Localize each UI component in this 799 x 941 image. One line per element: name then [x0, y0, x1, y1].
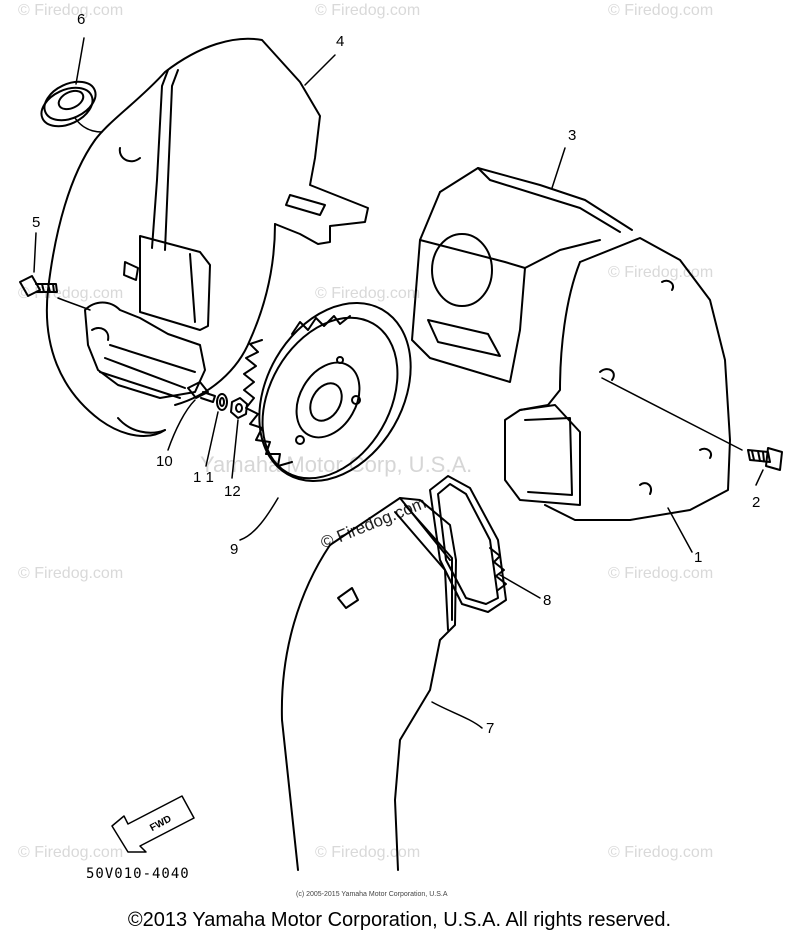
watermark: © Firedog.com	[18, 844, 124, 861]
callout-11: 1 1	[193, 469, 214, 486]
part-6-grommet	[40, 80, 97, 128]
callout-9: 9	[230, 541, 239, 558]
fwd-arrow	[111, 795, 195, 853]
small-copyright: (c) 2005-2015 Yamaha Motor Corporation, …	[296, 891, 448, 898]
diagram-code: 50V010-4040	[86, 866, 190, 882]
watermark: © Firedog.com	[315, 2, 421, 19]
leader-lines	[33, 37, 764, 729]
callout-6: 6	[77, 11, 86, 28]
callout-12: 12	[224, 483, 241, 500]
watermark: © Firedog.com	[608, 565, 714, 582]
callout-8: 8	[543, 592, 552, 609]
watermark: © Firedog.com	[608, 2, 714, 19]
callout-2: 2	[752, 494, 761, 511]
part-5-bolt	[19, 275, 58, 297]
callout-5: 5	[32, 214, 41, 231]
part-9-cooling-fan	[243, 301, 412, 483]
part-11-washer	[216, 393, 228, 411]
part-3-air-duct	[411, 167, 633, 383]
watermark: © Firedog.com	[18, 565, 124, 582]
footer-copyright: ©2013 Yamaha Motor Corporation, U.S.A. A…	[127, 909, 672, 931]
part-7-lower-duct	[280, 497, 457, 871]
callout-10: 10	[156, 453, 173, 470]
part-1-lower-shroud	[504, 237, 731, 521]
callout-7: 7	[486, 720, 495, 737]
part-12-nut	[230, 397, 248, 419]
watermark: © Firedog.com	[18, 2, 124, 19]
watermark: © Firedog.com	[315, 285, 421, 302]
part-10-bolt	[187, 381, 216, 403]
callout-4: 4	[336, 33, 345, 50]
part-2-screw	[747, 447, 783, 471]
callout-3: 3	[568, 127, 577, 144]
part-4-fan-shroud	[45, 37, 369, 437]
part-8-gasket	[429, 475, 507, 613]
watermark: © Firedog.com	[315, 844, 421, 861]
callout-1: 1	[694, 549, 703, 566]
watermark: © Firedog.com	[608, 844, 714, 861]
